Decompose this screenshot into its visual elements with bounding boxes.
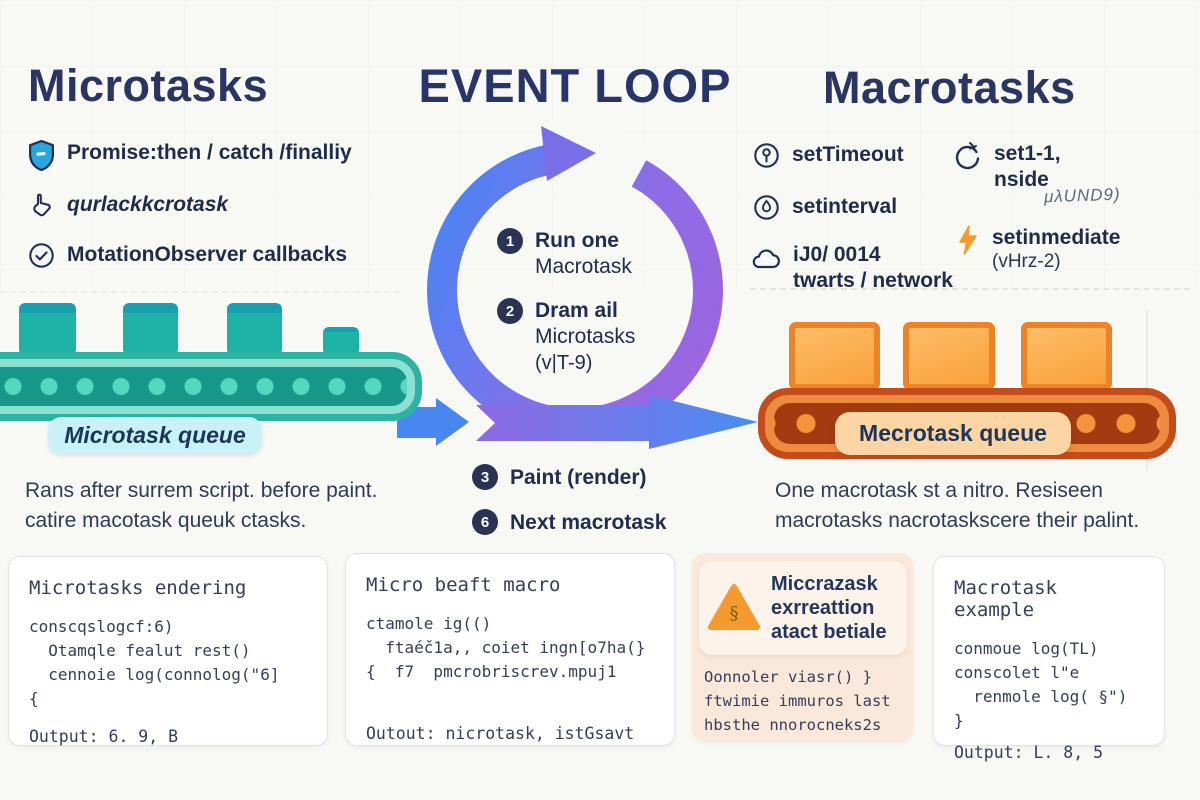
- code-line: Oonnoler viasr() }: [704, 668, 872, 686]
- list-item-label: setinmediate: [992, 226, 1121, 249]
- alert-line: exrreattion: [771, 597, 875, 619]
- conveyor-rollers: [0, 367, 407, 406]
- card-microtask-starvation: § Miccrazask exrreattion atact betiale O…: [692, 553, 913, 742]
- list-item-label: Promise:then / catch /finalliy: [67, 141, 352, 164]
- step-number-badge: 1: [497, 228, 523, 254]
- list-item-mutationobserver: MotationObserver callbacks: [28, 242, 347, 269]
- macrotasks-title: Macrotasks: [823, 62, 1076, 113]
- alert-line: atact betiale: [771, 621, 887, 643]
- step-line: (v|T-9): [535, 351, 593, 374]
- card-title: Macrotask example: [954, 577, 1057, 621]
- loop-step-3: 3 Paint (render): [472, 464, 647, 491]
- microtask-conveyor-belt: [0, 352, 422, 421]
- microtask-box: [123, 303, 178, 353]
- list-item-setone: set1-1, nside: [952, 141, 1061, 192]
- list-item-setinterval: setinterval: [753, 194, 897, 221]
- loop-step-1: 1 Run one Macrotask: [497, 228, 632, 281]
- hourglass-icon: [754, 195, 779, 220]
- list-item-label: qurlackkcrotask: [67, 193, 229, 216]
- card-title: Microtasks endering: [29, 577, 247, 599]
- check-circle-icon: [29, 243, 54, 268]
- code-line: ctamole ig((): [366, 614, 492, 633]
- alert-box: § Miccrazask exrreattion atact betiale: [699, 561, 907, 655]
- hand-icon: [33, 193, 51, 217]
- desc-line: Rans after surrem script. before paint.: [25, 479, 378, 502]
- list-item-setimmediate: setinmediate (vHrz-2): [956, 225, 1120, 273]
- code-output: Outout: nicrotask, istGsavt: [366, 724, 635, 743]
- macrotask-box: [1021, 322, 1112, 390]
- loop-arrowhead-icon: [541, 126, 596, 181]
- list-item-promise: Promise:then / catch /finalliy: [28, 140, 352, 171]
- list-item-label: iJ0/ 0014: [793, 243, 881, 266]
- code-line: { f7 pmcrobriscrev.mpuj1: [366, 662, 617, 681]
- step-line: Microtasks: [535, 325, 636, 349]
- code-line: hbsthe nnorocneks2s: [704, 716, 882, 734]
- step-number-badge: 3: [472, 464, 498, 490]
- microtask-queue-label: Microtask queue: [48, 417, 262, 454]
- code-line: cennoie log(connolog("6]: [29, 665, 280, 684]
- code-line: {: [29, 689, 39, 708]
- card-macrotask-example: Macrotask example conmoue log(TL) consco…: [933, 556, 1165, 762]
- code-line: ftaéč1a,, coiet ingn[o7ha(}: [366, 638, 646, 657]
- step-number-badge: 6: [472, 509, 498, 535]
- card-title: Micro beaft macro: [366, 574, 561, 596]
- macrotask-queue-label: Mecrotask queue: [835, 412, 1071, 455]
- code-output: Output: 6. 9, B: [29, 727, 179, 746]
- decorative-dashes: [0, 291, 400, 293]
- step-line: Macrotask: [535, 255, 632, 279]
- list-item-label: setinterval: [792, 195, 898, 218]
- event-loop-title: EVENT LOOP: [418, 59, 732, 112]
- outflow-arrow-icon: [476, 395, 758, 449]
- loop-step-2: 2 Dram ail Microtasks (v|T-9): [497, 298, 635, 376]
- list-item-settimeout: setTimeout: [753, 142, 904, 169]
- desc-line: macrotasks nacrotaskscere their palint.: [775, 509, 1140, 533]
- cloud-icon: [752, 249, 780, 269]
- macrotask-box: [903, 322, 995, 390]
- microtask-box: [323, 327, 359, 353]
- code-line: }: [954, 711, 964, 730]
- list-item-sublabel: (vHrz-2): [992, 250, 1061, 272]
- code-line: conscolet l"e: [954, 663, 1080, 682]
- list-item-label: setTimeout: [792, 143, 904, 166]
- list-item-queuemicrotask: qurlackkcrotask: [30, 192, 228, 219]
- desc-line: One macrotask st a nitro. Resiseen: [775, 479, 1103, 502]
- microtask-box: [227, 303, 282, 353]
- warning-triangle-icon: §: [708, 584, 760, 630]
- step-line: Dram ail: [535, 299, 618, 322]
- list-item-label: MotationObserver callbacks: [67, 243, 348, 266]
- shield-icon: [28, 140, 55, 171]
- refresh-icon: [955, 142, 980, 170]
- list-item-io-network: iJ0/ 0014 twarts / network: [751, 242, 953, 293]
- code-line: ftwimie immuros last: [704, 692, 891, 710]
- microtask-box: [19, 303, 76, 353]
- svg-text:§: §: [730, 603, 739, 624]
- handwritten-note: μλUND9): [1043, 184, 1121, 207]
- microtask-queue-description: Rans after surrem script. before paint. …: [25, 476, 377, 537]
- code-output: Output: L. 8, 5: [954, 743, 1104, 762]
- loop-ring: [427, 142, 723, 438]
- lightning-icon: [959, 225, 977, 255]
- list-item-sublabel: nside: [994, 167, 1049, 191]
- macrotask-queue-description: One macrotask st a nitro. Resiseen macro…: [775, 476, 1139, 537]
- desc-line: catire macotask queuk ctasks.: [25, 509, 307, 533]
- macrotask-box: [789, 322, 880, 390]
- step-number-badge: 2: [497, 298, 523, 324]
- decorative-dashes: [750, 288, 1190, 290]
- step-line: Run one: [535, 229, 619, 252]
- microtasks-title: Microtasks: [28, 60, 269, 111]
- code-line: renmole log( §"): [954, 687, 1128, 706]
- list-item-sublabel: twarts / network: [793, 268, 953, 292]
- alert-line: Miccrazask: [771, 573, 878, 595]
- timer-icon: [754, 143, 779, 168]
- loop-step-6: 6 Next macrotask: [472, 509, 666, 536]
- code-line: conmoue log(TL): [954, 639, 1099, 658]
- list-item-label: set1-1,: [994, 142, 1061, 165]
- code-line: Otamqle fealut rest(): [29, 641, 251, 660]
- step-label: Next macrotask: [510, 511, 667, 534]
- card-microtasks-ordering: Microtasks endering conscqslogcf:6) Otam…: [8, 556, 328, 746]
- code-line: conscqslogcf:6): [29, 617, 174, 636]
- card-micro-before-macro: Micro beaft macro ctamole ig(() ftaéč1a,…: [345, 553, 675, 746]
- step-label: Paint (render): [510, 466, 647, 489]
- alert-code: Oonnoler viasr() } ftwimie immuros last …: [704, 665, 891, 737]
